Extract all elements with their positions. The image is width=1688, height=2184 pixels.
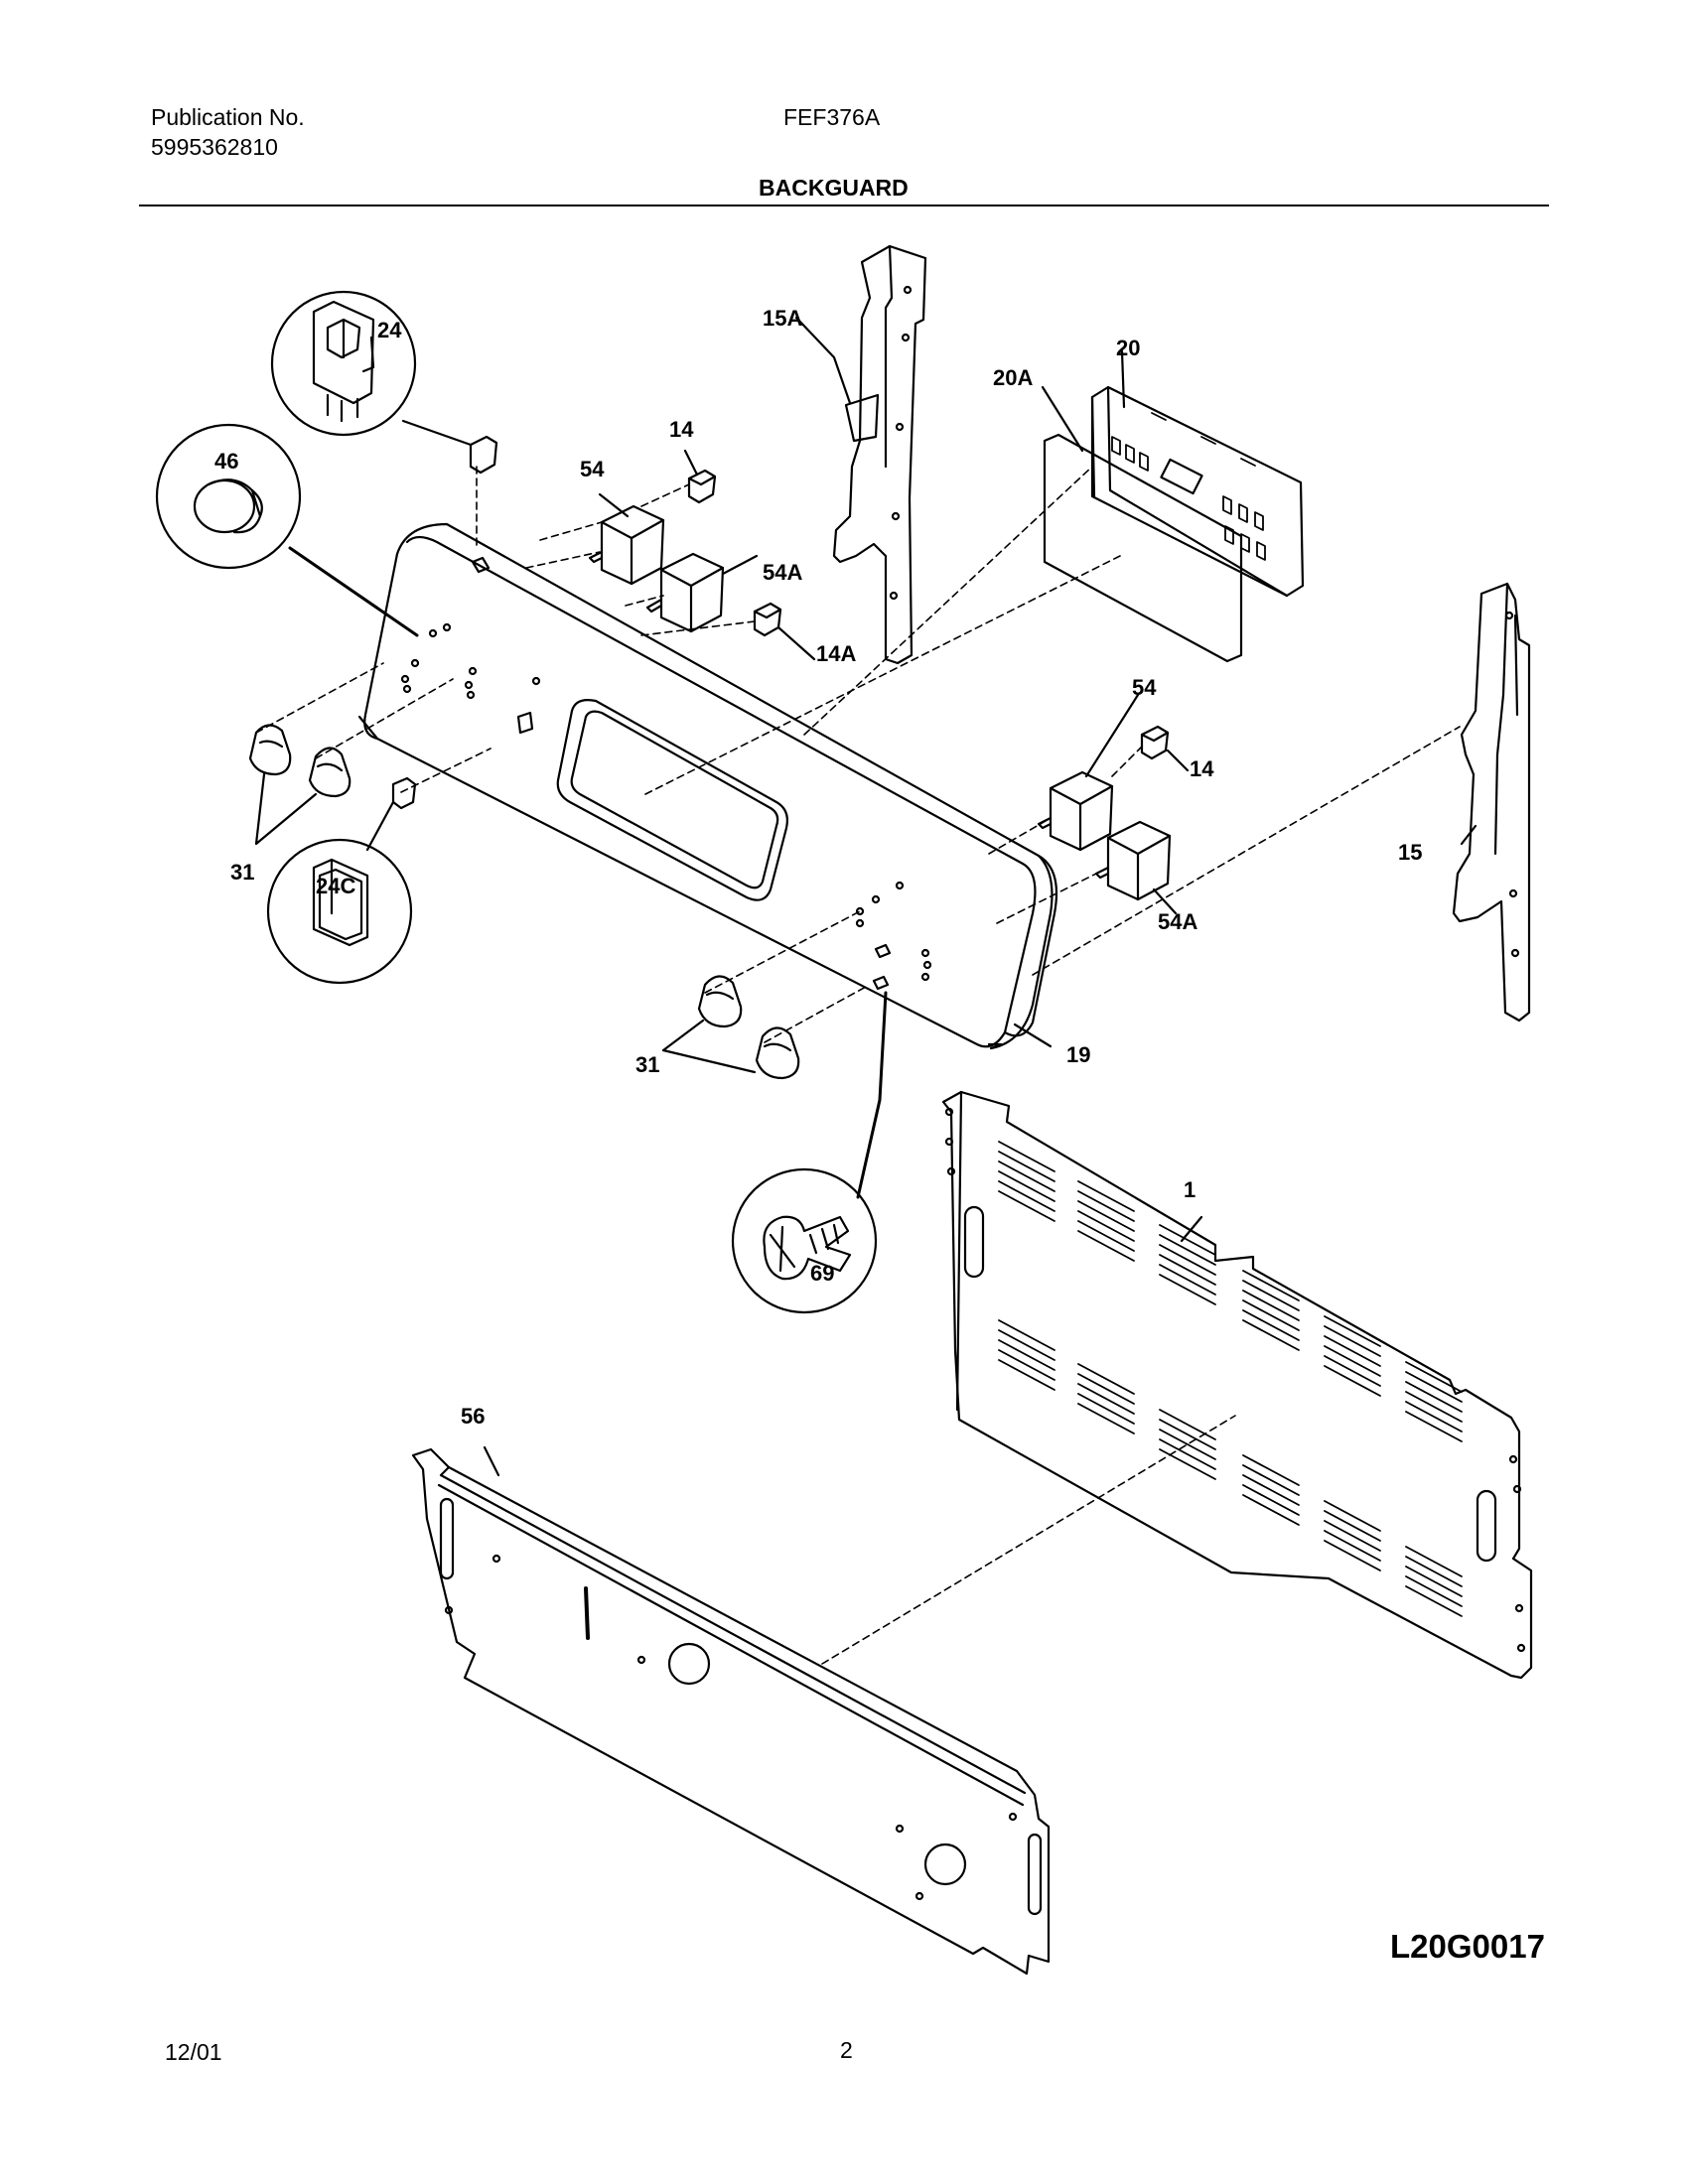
- label-24: 24: [377, 318, 402, 342]
- part-15A-bracket: [832, 244, 927, 665]
- label-24C: 24C: [316, 874, 355, 898]
- part-56-lower-panel: [411, 1447, 1051, 1976]
- part-54-switch-right: [1037, 770, 1114, 852]
- label-46: 46: [214, 449, 238, 474]
- assembly-dashed-lines: [255, 466, 1461, 1665]
- part-54A-switch-top: [645, 552, 725, 633]
- part-54-switch-top: [588, 504, 665, 586]
- label-14A: 14A: [816, 641, 856, 666]
- part-19-control-panel: [357, 522, 1058, 1050]
- callout-labels: 1 14 14 14A 15 15A 19 20 20A 24 24C 31 3…: [214, 306, 1422, 1429]
- label-54A-right: 54A: [1158, 909, 1197, 934]
- detail-circle-24C: [266, 838, 413, 985]
- label-31-bottom: 31: [635, 1052, 659, 1077]
- part-31-knob-3: [697, 975, 743, 1028]
- part-24-rocker-switch: [469, 435, 498, 475]
- label-1: 1: [1184, 1177, 1196, 1202]
- part-20-control-board: [1090, 385, 1305, 598]
- part-15-bracket: [1452, 582, 1531, 1023]
- publication-number: 5995362810: [151, 134, 278, 160]
- label-15A: 15A: [763, 306, 802, 331]
- part-14A-switch: [753, 602, 782, 637]
- part-14-switch-right: [1140, 725, 1170, 760]
- label-31-left: 31: [230, 860, 254, 885]
- label-54-top: 54: [580, 457, 605, 481]
- label-14-top: 14: [669, 417, 694, 442]
- page-number: 2: [840, 2037, 853, 2063]
- label-20A: 20A: [993, 365, 1033, 390]
- part-14-switch-top: [687, 469, 717, 504]
- part-31-knob-2: [308, 747, 352, 798]
- header-rule: [139, 205, 1549, 206]
- model-number: FEF376A: [783, 104, 881, 130]
- part-54A-switch-right: [1094, 820, 1172, 901]
- leader-lines: [254, 316, 1477, 1477]
- diagram-code: L20G0017: [1390, 1928, 1545, 1965]
- detail-circle-69: [731, 1167, 878, 1314]
- label-14-right: 14: [1190, 756, 1214, 781]
- label-20: 20: [1116, 336, 1140, 360]
- label-19: 19: [1066, 1042, 1090, 1067]
- detail-circle-46: [155, 423, 302, 570]
- part-1-rear-panel: [941, 1090, 1533, 1680]
- publication-label: Publication No.: [151, 104, 305, 130]
- label-54-right: 54: [1132, 675, 1157, 700]
- label-69: 69: [810, 1261, 834, 1286]
- part-31-knob-4: [755, 1026, 800, 1080]
- footer-date: 12/01: [165, 2039, 222, 2065]
- part-24C-switch: [391, 776, 417, 810]
- label-54A-top: 54A: [763, 560, 802, 585]
- label-56: 56: [461, 1404, 485, 1429]
- label-15: 15: [1398, 840, 1422, 865]
- detail-circle-24: [270, 290, 417, 437]
- part-20A-overlay: [1043, 433, 1243, 663]
- section-title: BACKGUARD: [759, 175, 909, 201]
